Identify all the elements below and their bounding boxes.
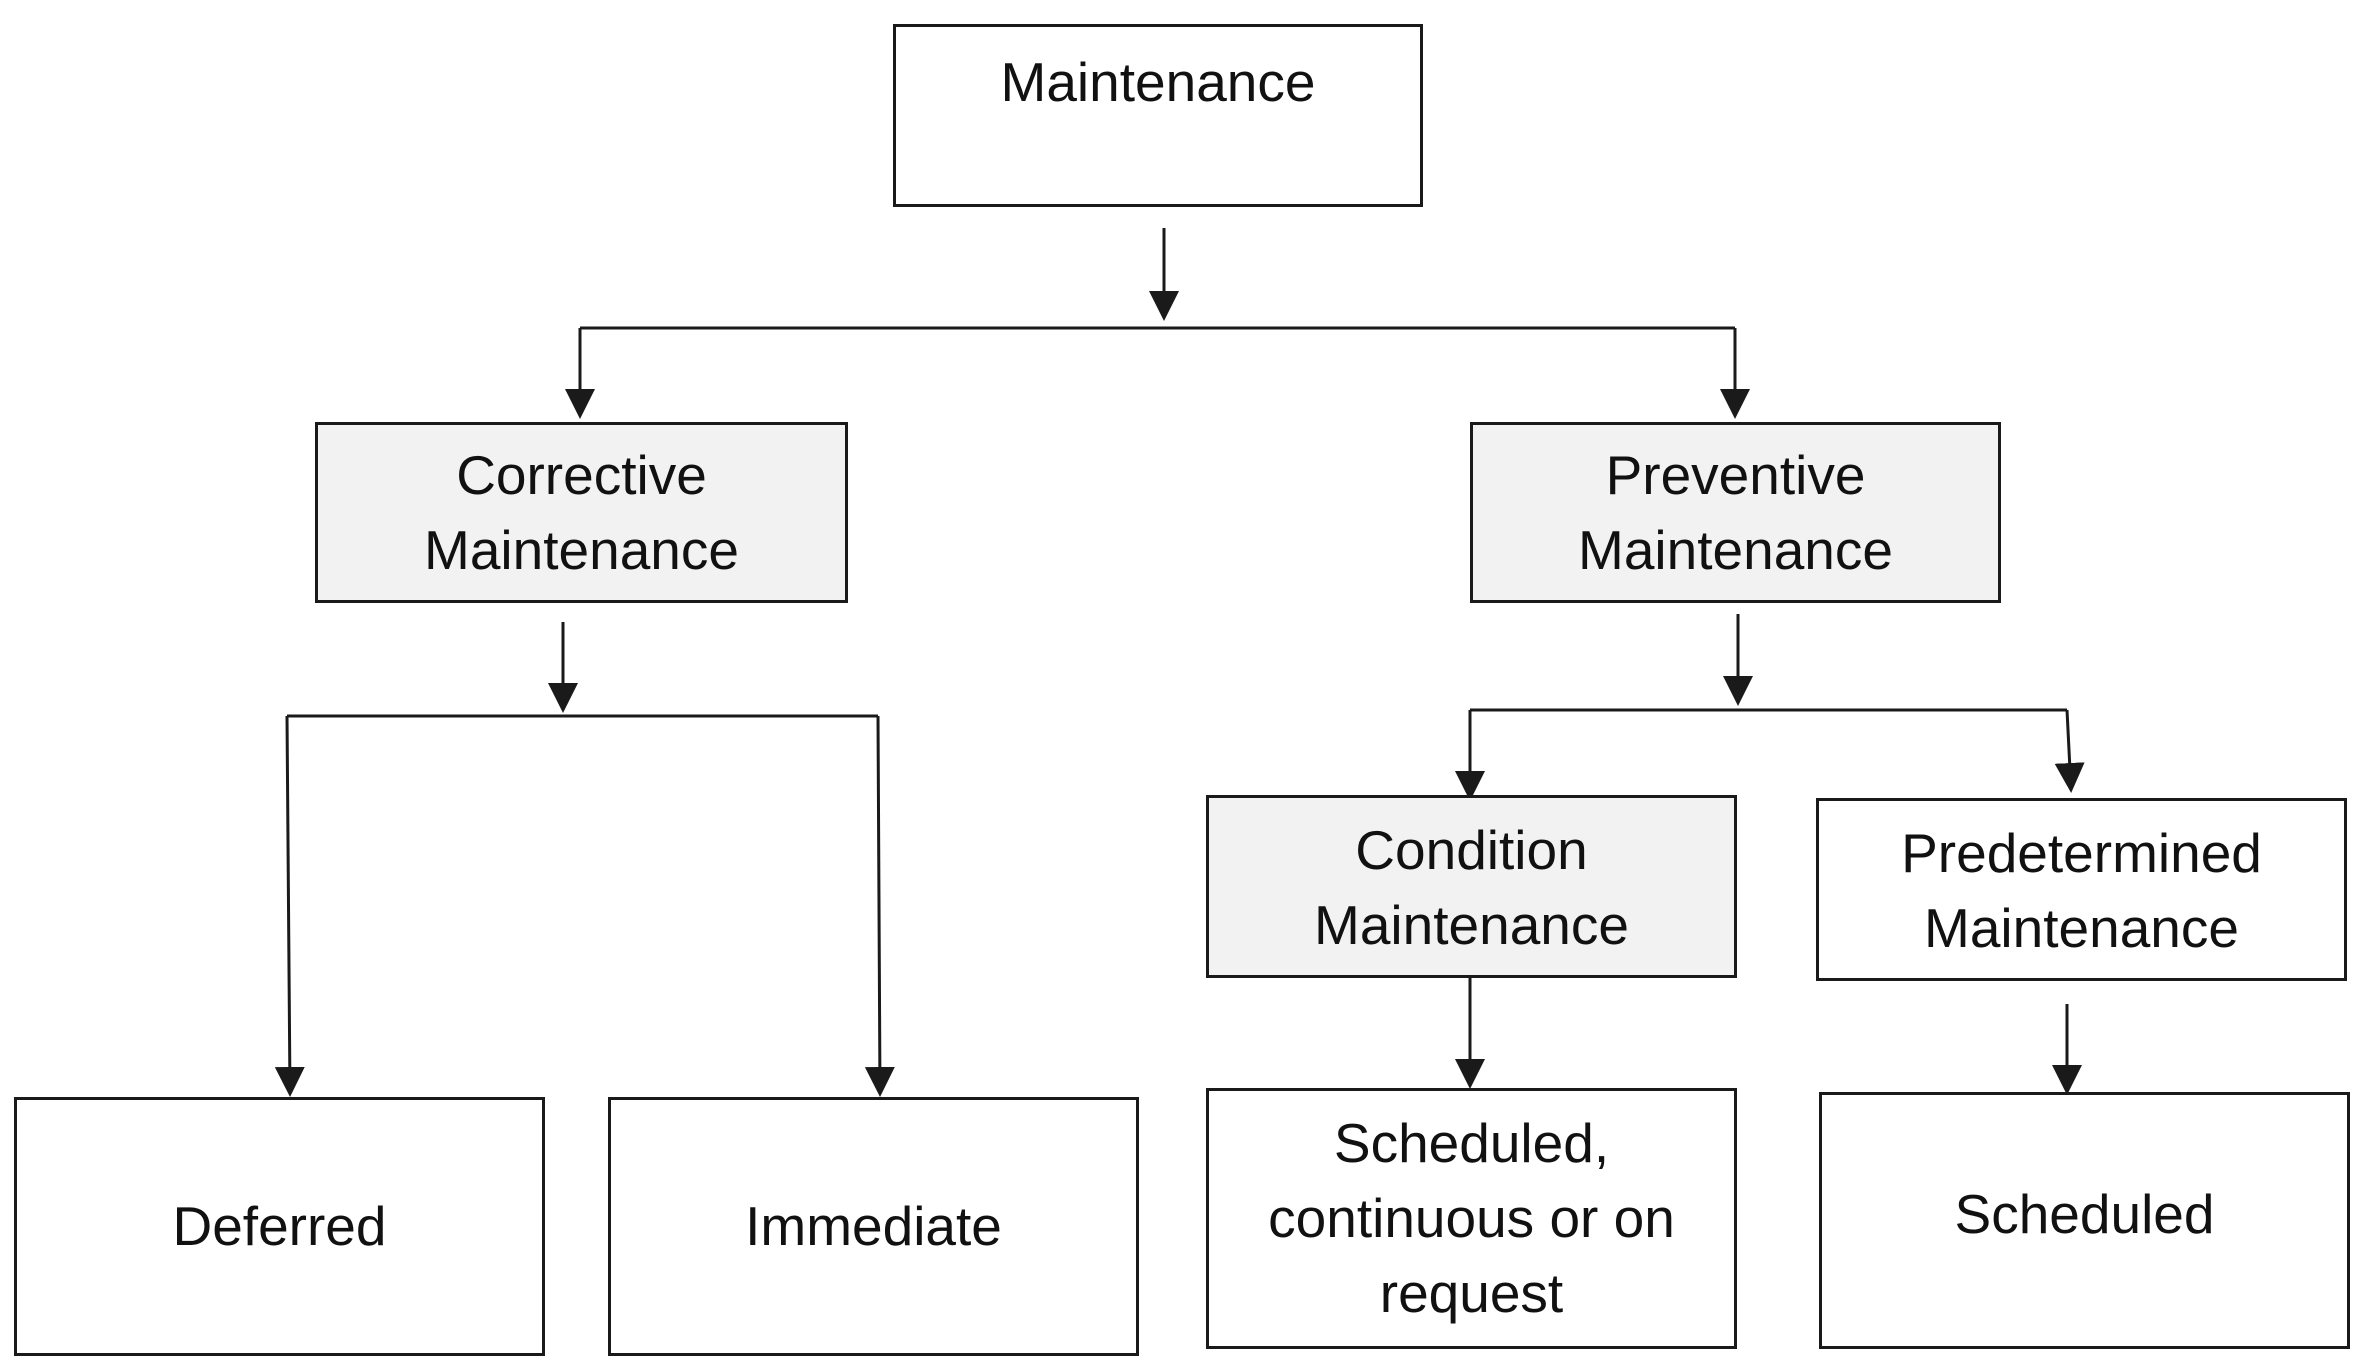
immediate-box: Immediate [608,1097,1139,1356]
arrow-to-predetermined [2054,709,2085,793]
condition-label-line: Maintenance [1314,894,1629,956]
condition-timing-label-line: continuous or on [1268,1187,1675,1249]
predetermined-timing-box: Scheduled [1819,1092,2350,1349]
condition-label-line: Condition [1355,819,1588,881]
corrective-label-line: Maintenance [424,518,739,581]
preventive-label-line: Maintenance [1578,518,1893,581]
arrow-to-immediate [864,715,895,1097]
condition-timing-box: Scheduled, continuous or on request [1206,1088,1737,1349]
corrective-label-line: Corrective [456,443,707,506]
immediate-label-line: Immediate [745,1195,1002,1257]
predetermined-timing-label-line: Scheduled [1954,1183,2215,1245]
predetermined-label-line: Maintenance [1924,897,2239,959]
deferred-label-line: Deferred [172,1195,387,1257]
condition-timing-label-line: Scheduled, [1333,1112,1610,1174]
predetermined-label-line: Predetermined [1901,822,2262,884]
maintenance-box: Maintenance [893,24,1423,207]
condition-timing-label-line: request [1379,1262,1564,1324]
arrow-to-deferred [274,715,305,1097]
maintenance-label-line: Maintenance [1000,51,1316,113]
deferred-box: Deferred [14,1097,545,1356]
preventive-label-line: Preventive [1605,443,1866,506]
